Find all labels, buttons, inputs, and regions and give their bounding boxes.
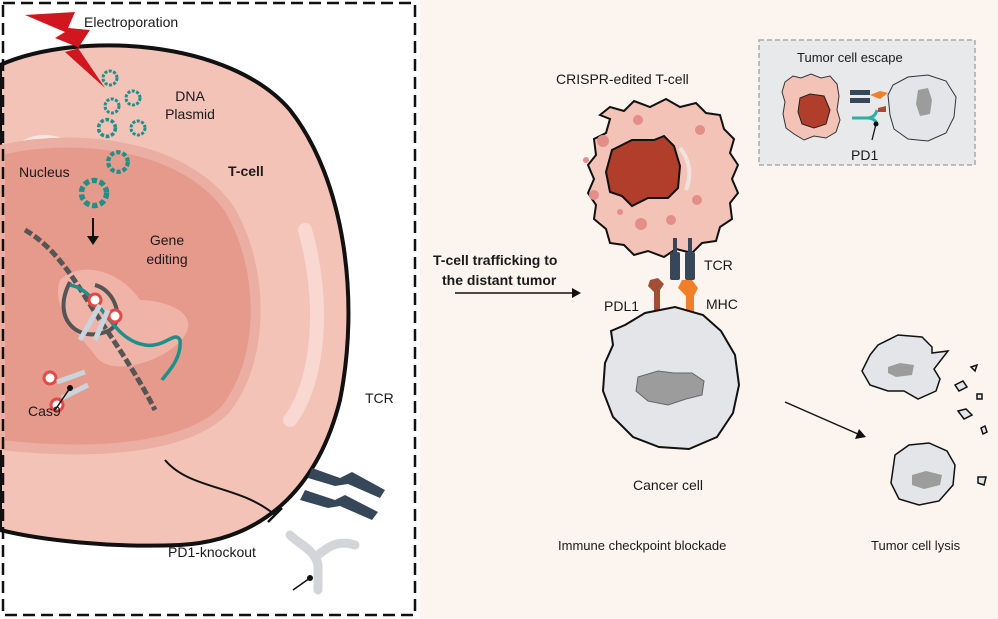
inset-title: Tumor cell escape bbox=[797, 50, 903, 65]
inset-t-cell-nucleus bbox=[797, 93, 831, 129]
lysis-arrow bbox=[784, 401, 859, 435]
label-tumor-lysis: Tumor cell lysis bbox=[871, 538, 961, 553]
label-electroporation: Electroporation bbox=[84, 14, 178, 30]
label-cas9: Cas9 bbox=[28, 403, 61, 419]
membrane-highlight bbox=[283, 223, 324, 427]
t-cell-granules bbox=[583, 115, 705, 230]
label-trafficking-1: T-cell trafficking to bbox=[433, 252, 557, 268]
cas9-scissors-icon bbox=[42, 292, 123, 413]
label-immune-checkpoint: Immune checkpoint blockade bbox=[558, 538, 726, 553]
label-trafficking-2: the distant tumor bbox=[442, 272, 557, 288]
inset-label-pd1: PD1 bbox=[851, 147, 878, 163]
cell-debris bbox=[953, 363, 988, 486]
inset-pdl1 bbox=[878, 106, 886, 112]
label-crispr-t-cell: CRISPR-edited T-cell bbox=[556, 71, 689, 87]
nucleolus bbox=[58, 269, 189, 367]
lightning-icon bbox=[25, 12, 105, 88]
label-editing: editing bbox=[146, 251, 187, 267]
pd1-pointer bbox=[292, 577, 311, 591]
inhibition-line bbox=[164, 459, 276, 516]
inset-pd1-pointer bbox=[871, 123, 877, 141]
cas9-pointer bbox=[54, 387, 71, 411]
label-t-cell: T-cell bbox=[228, 163, 264, 179]
dna-loop bbox=[61, 281, 120, 337]
left-panel-border bbox=[1, 1, 417, 617]
dna-helix bbox=[23, 227, 158, 412]
label-gene: Gene bbox=[150, 232, 184, 248]
label-cancer-cell: Cancer cell bbox=[633, 477, 703, 493]
label-nucleus: Nucleus bbox=[19, 164, 70, 180]
mhc-molecule bbox=[678, 280, 698, 314]
cancer-cell-nucleus bbox=[635, 370, 705, 406]
arrowhead bbox=[87, 236, 99, 245]
inset-cancer-nucleus bbox=[916, 88, 932, 116]
label-pd1-knockout: PD1-knockout bbox=[168, 544, 256, 560]
label-pdl1: PDL1 bbox=[604, 298, 639, 314]
tcr-receptor bbox=[300, 468, 385, 520]
label-tcr-left: TCR bbox=[365, 390, 394, 406]
label-dna: DNA bbox=[175, 88, 205, 104]
pdl1-molecule bbox=[648, 278, 664, 310]
label-tcr-right: TCR bbox=[704, 257, 733, 273]
tcr-complex bbox=[670, 238, 695, 280]
pd1-knockout-receptor bbox=[285, 530, 360, 595]
right-panel: Tumor cell escape PD1 bbox=[433, 39, 988, 553]
label-plasmid: Plasmid bbox=[165, 106, 215, 122]
label-mhc: MHC bbox=[706, 296, 738, 312]
left-panel: Electroporation DNA Plasmid Nucleus T-ce… bbox=[0, 0, 420, 619]
crispr-t-cell-nucleus bbox=[604, 134, 682, 208]
